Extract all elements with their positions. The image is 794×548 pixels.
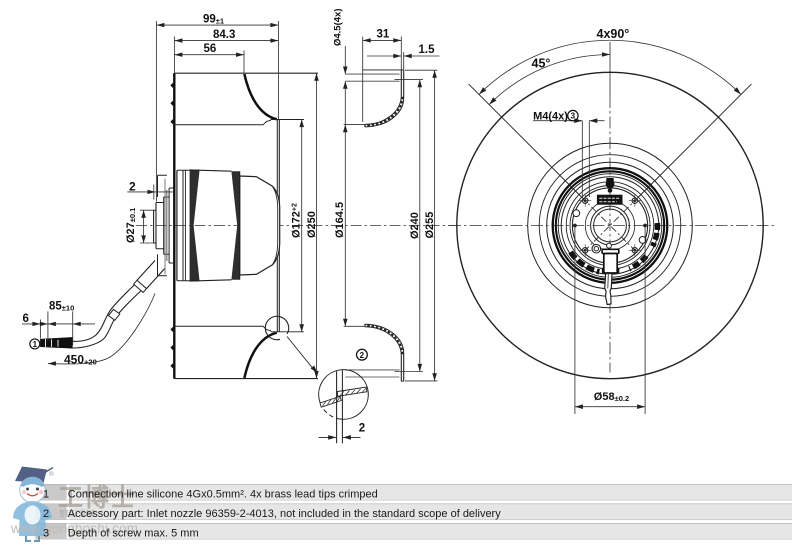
svg-text:1.5: 1.5 <box>419 44 436 56</box>
svg-text:6: 6 <box>23 313 29 325</box>
svg-text:Accessory part: Inlet nozzle 9: Accessory part: Inlet nozzle 96359-2-401… <box>68 508 501 520</box>
svg-text:M4(4x): M4(4x) <box>533 110 568 122</box>
svg-text:2: 2 <box>43 508 49 520</box>
svg-text:Ø27±0.1: Ø27±0.1 <box>125 208 137 243</box>
svg-text:1: 1 <box>43 488 49 500</box>
svg-text:3: 3 <box>571 112 576 121</box>
svg-text:4x90°: 4x90° <box>597 27 630 41</box>
svg-text:Ø164.5: Ø164.5 <box>334 202 346 238</box>
svg-text:Ø250: Ø250 <box>306 211 318 238</box>
svg-text:2: 2 <box>360 351 365 360</box>
svg-text:85±10: 85±10 <box>49 300 74 312</box>
svg-text:Ø255: Ø255 <box>424 212 436 239</box>
svg-text:Connection line silicone 4Gx0.: Connection line silicone 4Gx0.5mm². 4x b… <box>68 488 378 500</box>
svg-text:56: 56 <box>204 43 217 55</box>
svg-text:3: 3 <box>43 527 49 539</box>
svg-text:31: 31 <box>377 29 390 41</box>
svg-text:84.3: 84.3 <box>213 29 235 41</box>
svg-text:工博士: 工博士 <box>58 484 136 512</box>
svg-text:1: 1 <box>33 340 38 349</box>
svg-text:Ø172+2: Ø172+2 <box>291 203 303 238</box>
svg-text:Ø4.5(4x): Ø4.5(4x) <box>333 9 344 47</box>
svg-text:45°: 45° <box>532 57 551 71</box>
svg-text:Ø240: Ø240 <box>409 212 421 239</box>
svg-text:Depth of screw max. 5 mm: Depth of screw max. 5 mm <box>68 528 199 540</box>
svg-text:Ø58±0.2: Ø58±0.2 <box>594 391 629 403</box>
svg-text:2: 2 <box>129 179 136 193</box>
svg-text:99±1: 99±1 <box>203 14 224 26</box>
svg-text:2: 2 <box>359 422 365 434</box>
svg-text:www.gongboshi.com: www.gongboshi.com <box>10 521 138 536</box>
svg-text:智能工厂服务商: 智能工厂服务商 <box>60 508 96 518</box>
svg-text:®: ® <box>49 470 54 478</box>
